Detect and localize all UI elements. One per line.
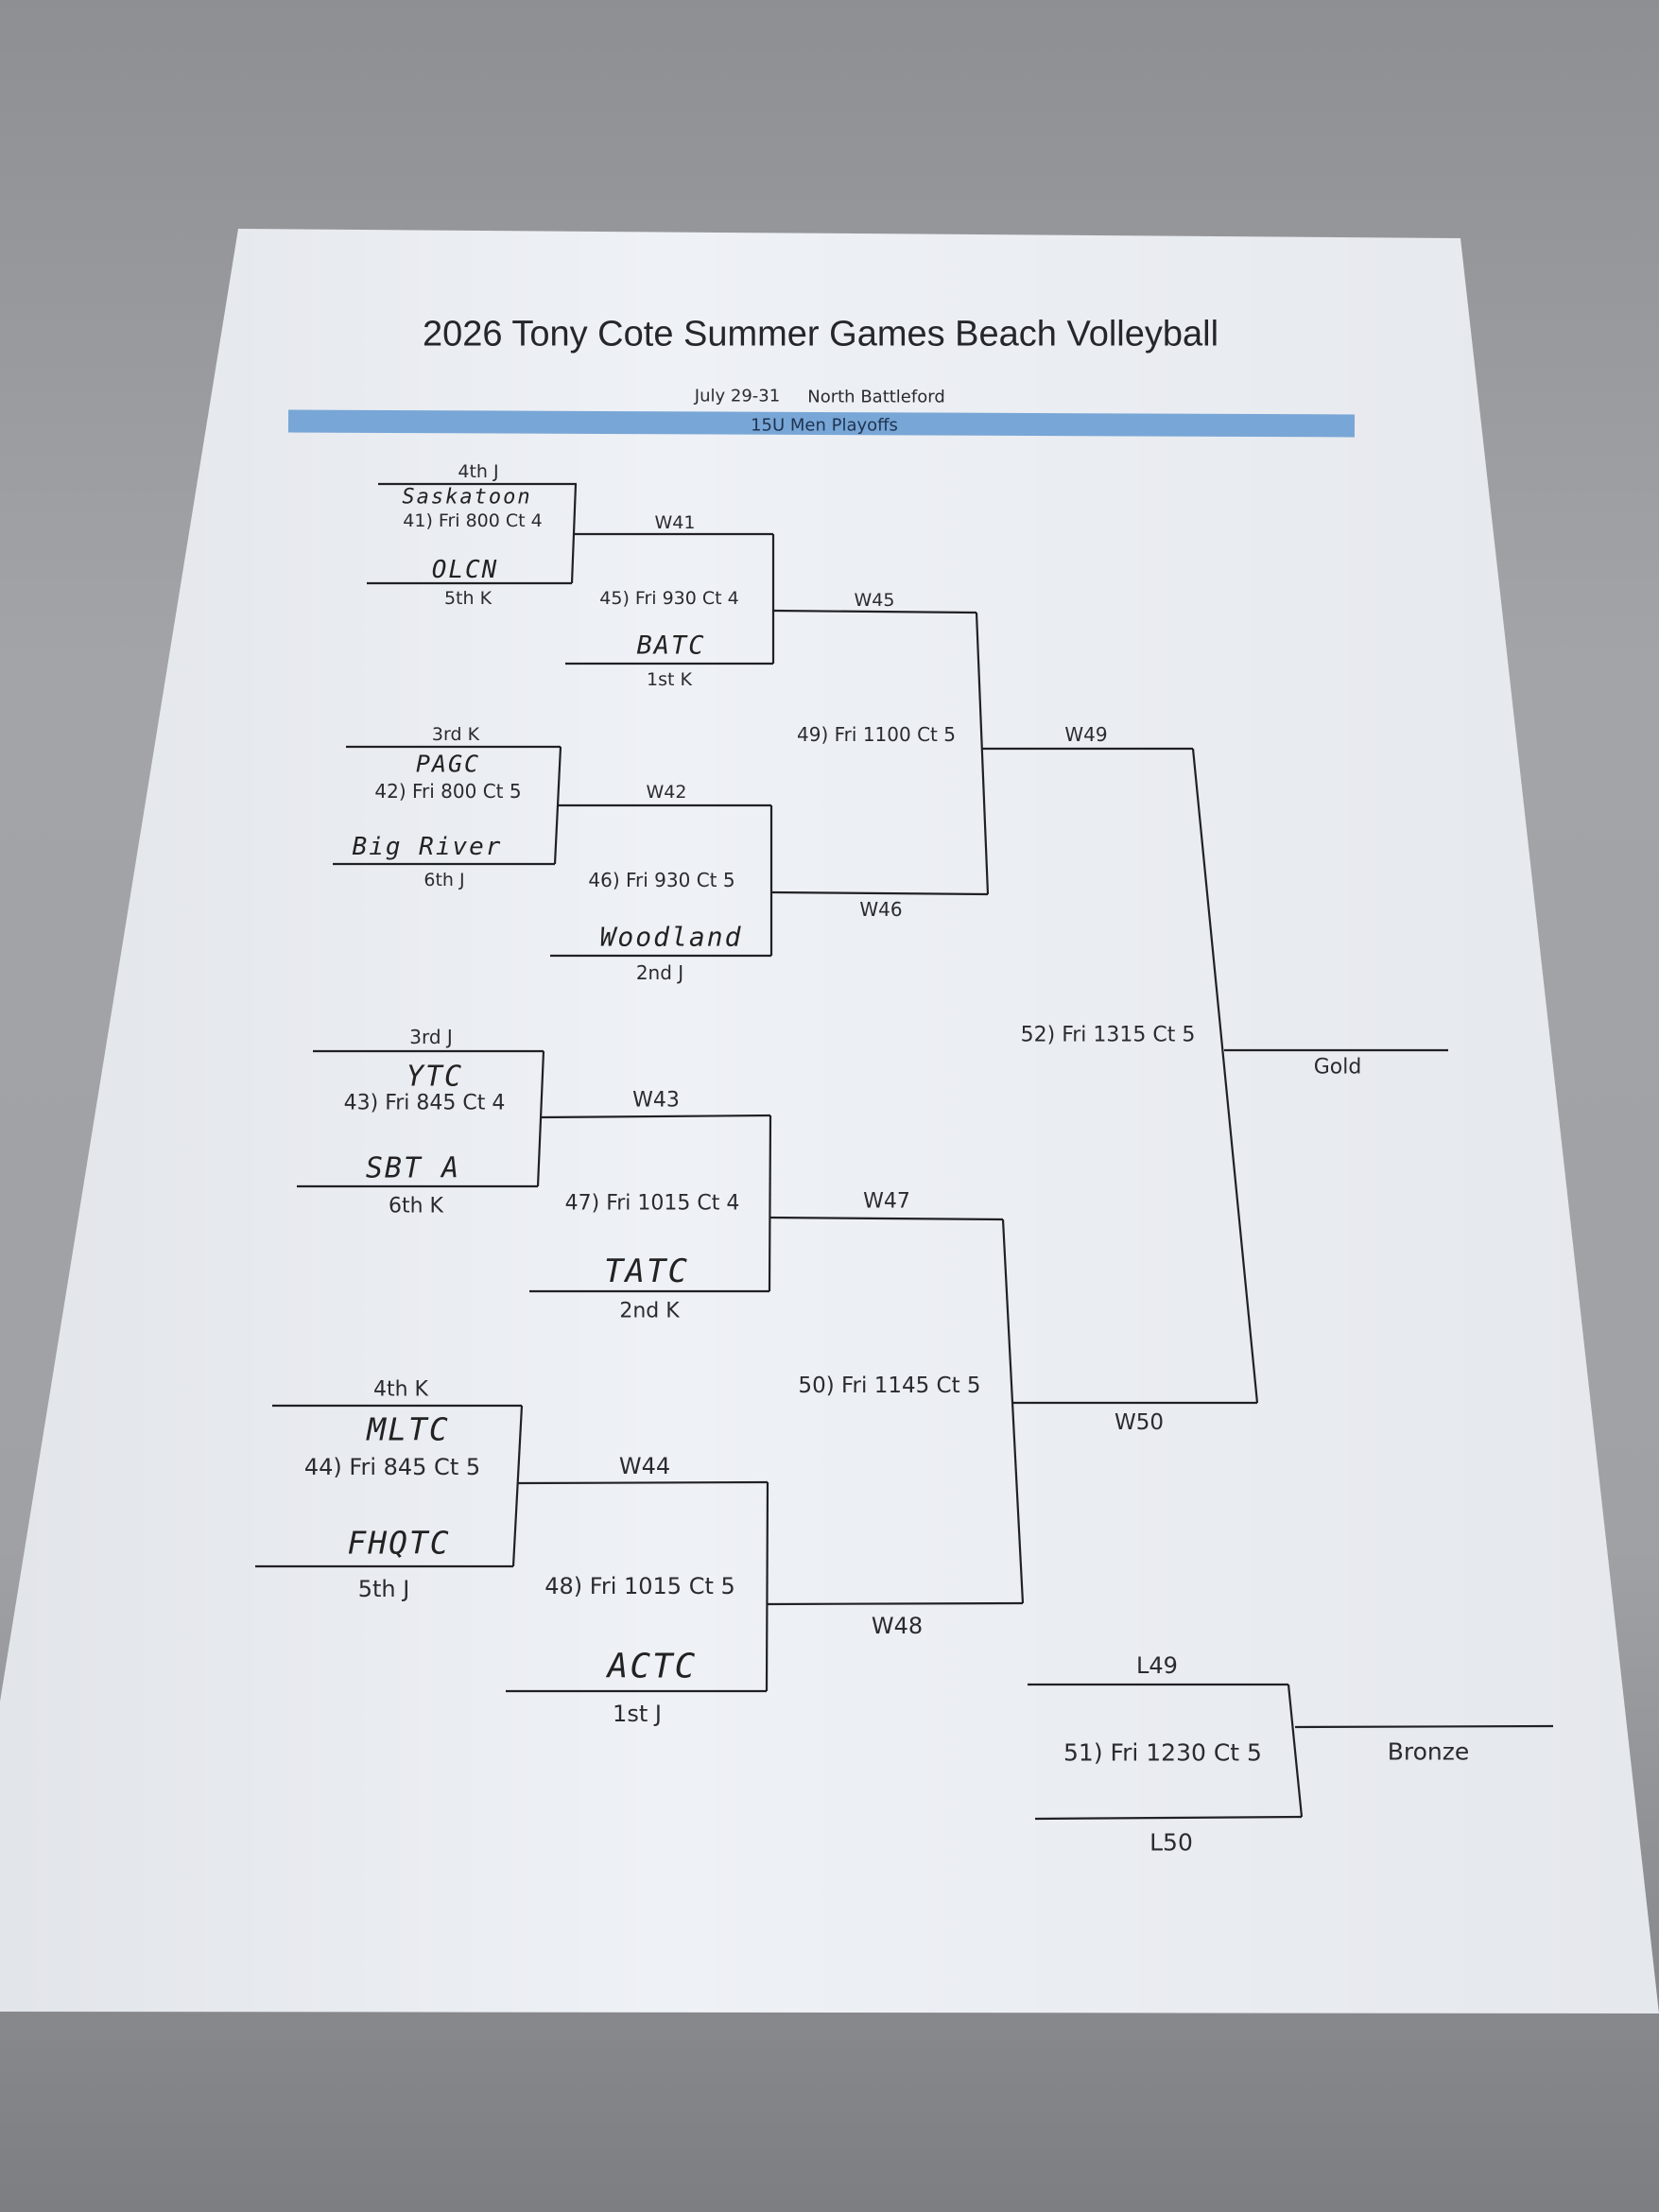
match-49: 49) Fri 1100 Ct 5 [797, 723, 956, 746]
division-title: 15U Men Playoffs [751, 415, 898, 436]
seed-48: 1st J [613, 1701, 662, 1727]
match-48: 48) Fri 1015 Ct 5 [544, 1573, 735, 1599]
team-45: BATC [636, 631, 706, 661]
match-44: 44) Fri 845 Ct 5 [303, 1454, 481, 1480]
seed-45: 1st K [647, 669, 692, 690]
team-top-43: YTC [406, 1060, 464, 1094]
bronze-top: L49 [1136, 1652, 1178, 1679]
match-41: 41) Fri 800 Ct 4 [403, 510, 543, 531]
winner-in-42: W42 [646, 782, 687, 803]
event-location: North Battleford [807, 387, 945, 407]
gold-label: Gold [1313, 1055, 1362, 1080]
team-top-44: MLTC [367, 1410, 450, 1448]
semi-50-bottom: W48 [871, 1613, 924, 1639]
match-46: 46) Fri 930 Ct 5 [588, 869, 735, 891]
seed-top-41: 4th J [458, 461, 499, 482]
team-46: Woodland [599, 921, 743, 953]
bronze-bottom: L50 [1149, 1828, 1193, 1857]
seed-bottom-41: 5th K [443, 588, 493, 609]
semi-50-top: W47 [863, 1189, 910, 1214]
match-50: 50) Fri 1145 Ct 5 [798, 1374, 981, 1398]
seed-top-43: 3rd J [409, 1026, 453, 1048]
match-47: 47) Fri 1015 Ct 4 [564, 1191, 740, 1216]
match-42: 42) Fri 800 Ct 5 [374, 780, 522, 803]
winner-in-43: W43 [632, 1088, 680, 1113]
seed-47: 2nd K [619, 1299, 680, 1323]
seed-top-44: 4th K [373, 1377, 428, 1402]
semi-49-bottom: W46 [859, 898, 903, 921]
winner-in-44: W44 [618, 1453, 671, 1479]
semi-49-top: W45 [854, 590, 895, 611]
match-51: 51) Fri 1230 Ct 5 [1063, 1738, 1262, 1767]
seed-bottom-43: 6th K [389, 1194, 443, 1218]
event-dates: July 29-31 [694, 386, 781, 406]
team-bottom-43: SBT A [365, 1151, 461, 1185]
team-48: ACTC [607, 1647, 698, 1686]
match-52: 52) Fri 1315 Ct 5 [1020, 1023, 1196, 1047]
bronze-label: Bronze [1387, 1737, 1470, 1766]
match-43: 43) Fri 845 Ct 4 [343, 1091, 506, 1115]
team-top-42: PAGC [415, 750, 481, 778]
seed-bottom-44: 5th J [357, 1576, 410, 1602]
team-bottom-42: Big River [352, 833, 503, 861]
final-bottom: W50 [1114, 1410, 1165, 1435]
final-top: W49 [1064, 723, 1108, 746]
seed-top-42: 3rd K [431, 724, 480, 745]
seed-46: 2nd J [635, 961, 684, 984]
winner-in-41: W41 [654, 512, 696, 533]
seed-bottom-42: 6th J [423, 870, 465, 890]
match-45: 45) Fri 930 Ct 4 [599, 588, 739, 609]
team-bottom-44: FHQTC [347, 1524, 451, 1562]
team-bottom-41: OLCN [431, 556, 499, 584]
team-top-41: Saskatoon [402, 485, 532, 510]
page-title: 2026 Tony Cote Summer Games Beach Volley… [422, 314, 1219, 354]
team-47: TATC [604, 1253, 689, 1290]
